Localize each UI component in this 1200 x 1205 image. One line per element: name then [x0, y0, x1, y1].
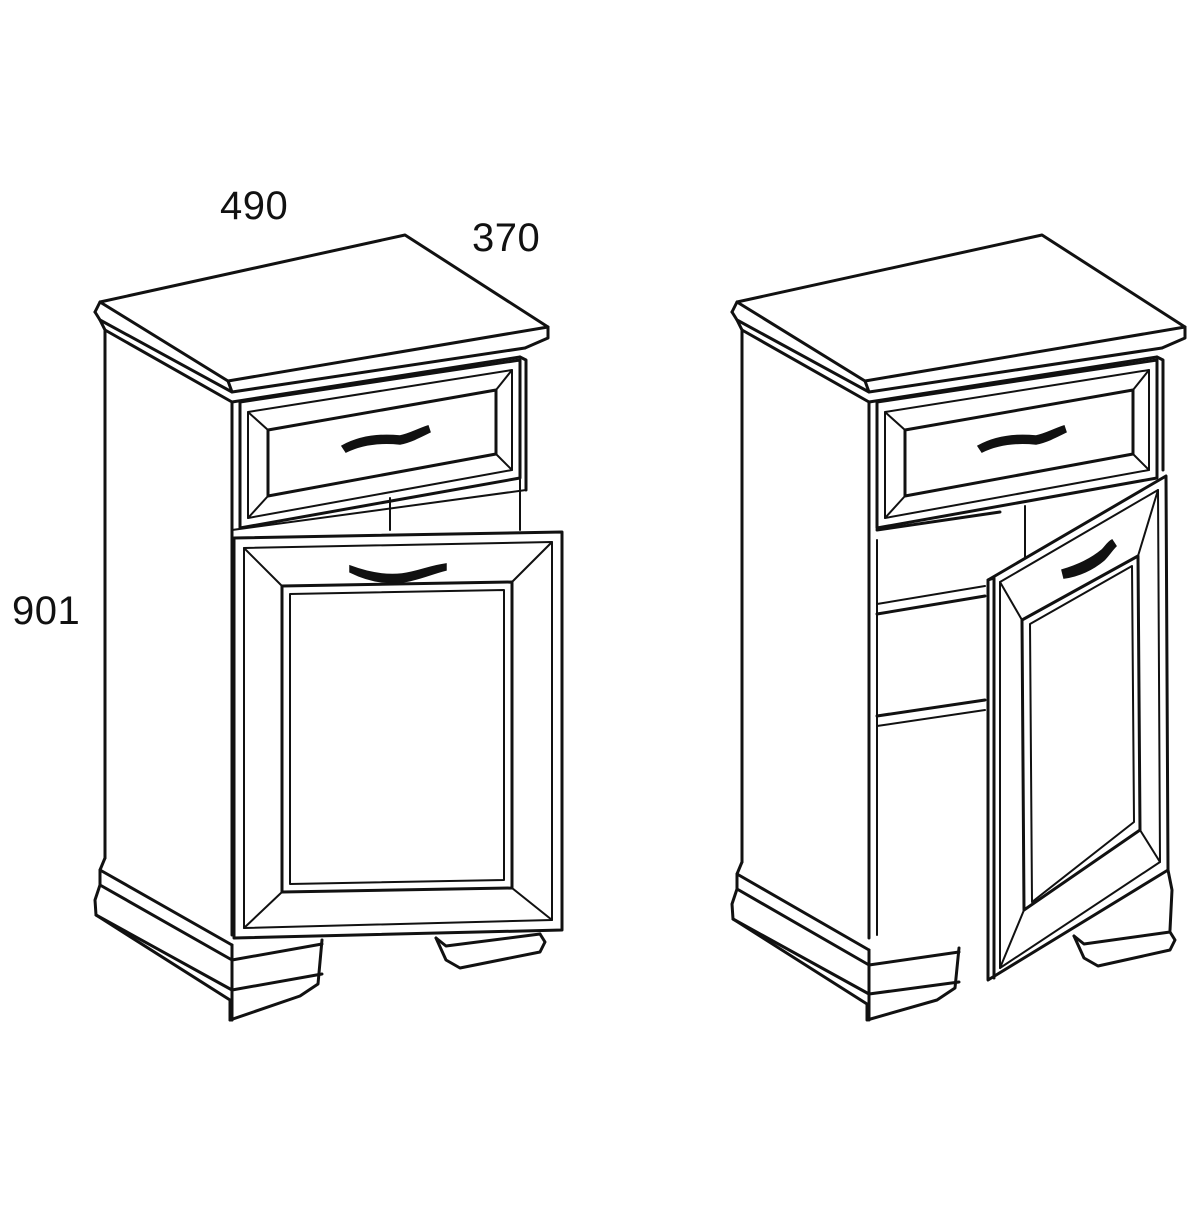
cabinet-side-panel — [103, 328, 234, 937]
interior-glimpse — [231, 477, 527, 531]
cabinet-plinth — [730, 860, 1177, 1022]
cabinet-closed-door — [93, 233, 564, 1022]
cabinet-interior — [875, 505, 1026, 936]
drawer-handle-icon — [976, 425, 1067, 453]
cabinet-open-door — [730, 233, 1187, 1022]
dimension-height-label: 901 — [12, 589, 81, 633]
cabinet-top — [730, 233, 1187, 404]
door-handle-icon — [349, 563, 447, 584]
cabinet-door-open — [986, 474, 1170, 982]
cabinet-top — [93, 233, 550, 404]
door-handle-icon — [1061, 539, 1117, 579]
cabinet-plinth — [93, 856, 547, 1022]
drawer — [875, 358, 1159, 530]
cabinet-front-frame — [1155, 355, 1165, 472]
cabinet-side-panel — [740, 328, 871, 940]
drawer-handle-icon — [340, 425, 431, 453]
dimension-width-label: 490 — [220, 184, 289, 228]
drawer — [238, 358, 522, 530]
cabinet-front-frame — [230, 355, 528, 532]
cabinet-door — [232, 530, 564, 940]
dimension-depth-label: 370 — [472, 216, 541, 260]
